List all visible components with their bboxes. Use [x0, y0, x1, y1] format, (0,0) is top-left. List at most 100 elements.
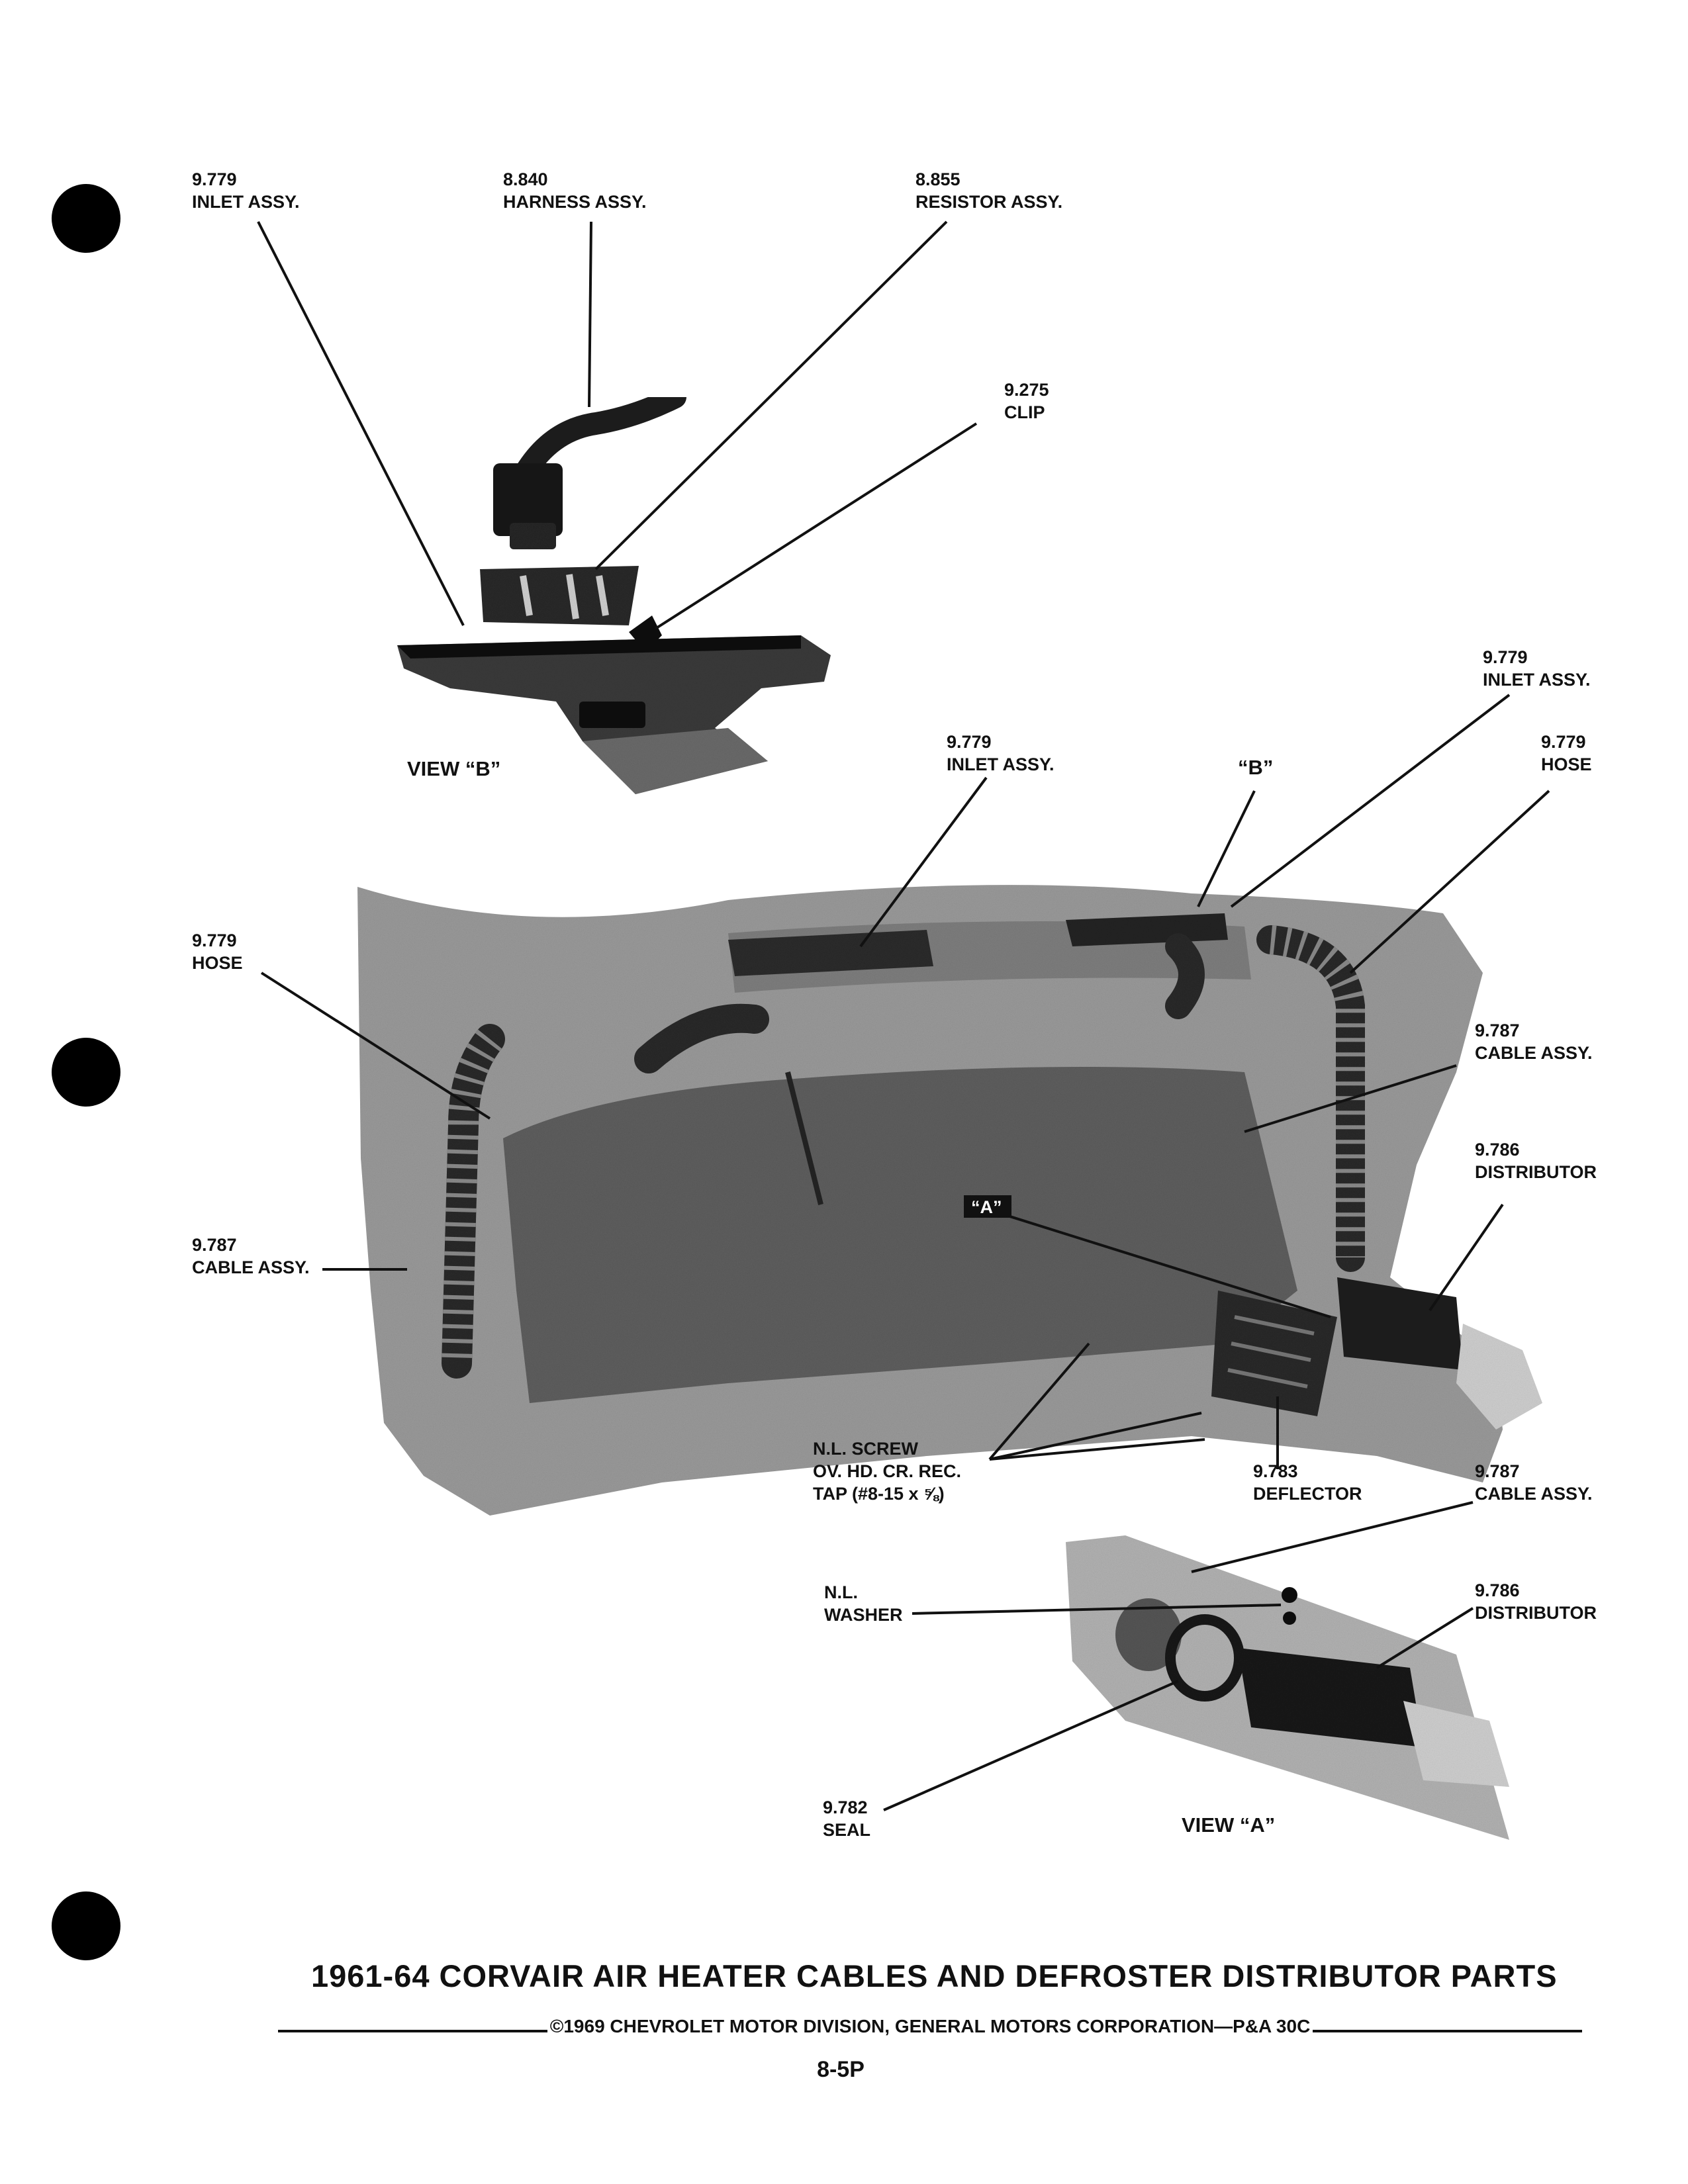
- leader-screw-2: [989, 1412, 1202, 1461]
- left-hose-ribs: [442, 1029, 502, 1364]
- leader-cable-view-a: [1191, 1501, 1474, 1573]
- inlet-top-lip: [397, 635, 801, 659]
- label-name: HOSE: [192, 953, 243, 973]
- copyright-text: ©1969 CHEVROLET MOTOR DIVISION, GENERAL …: [549, 2016, 1311, 2036]
- leader-callout-b: [1197, 790, 1256, 907]
- leader-inlet-top-left: [257, 221, 465, 626]
- label-name: INLET ASSY.: [947, 754, 1055, 774]
- label-hose-left: 9.779 HOSE: [192, 931, 243, 973]
- callout-a-box: [964, 1195, 1011, 1218]
- labels: 9.779 INLET ASSY. 8.840 HARNESS ASSY. 8.…: [192, 169, 1597, 1840]
- label-number: 9.782: [823, 1797, 868, 1817]
- label-inlet-right: 9.779 INLET ASSY.: [1483, 647, 1591, 690]
- label-name: HOSE: [1541, 754, 1592, 774]
- resistor-notches: [520, 574, 609, 619]
- inlet-duct-flare: [583, 728, 768, 794]
- label-name: HARNESS ASSY.: [503, 192, 647, 212]
- label-number: 9.779: [947, 732, 992, 752]
- copyright-row: ©1969 CHEVROLET MOTOR DIVISION, GENERAL …: [278, 2013, 1583, 2040]
- leader-screw-3: [989, 1438, 1205, 1461]
- label-seal: 9.782 SEAL: [823, 1797, 872, 1840]
- callout-b: “B”: [1238, 756, 1273, 779]
- label-number: 8.840: [503, 169, 548, 189]
- washer-line-2: WASHER: [824, 1605, 903, 1625]
- view-b-illustration: [397, 386, 831, 794]
- view-a-duct-opening: [1115, 1598, 1182, 1671]
- leader-distributor-view-a: [1376, 1607, 1474, 1669]
- harness-wire: [512, 386, 686, 488]
- label-distributor-view-a: 9.786 DISTRIBUTOR: [1475, 1580, 1597, 1623]
- label-cable-left: 9.787 CABLE ASSY.: [192, 1235, 310, 1277]
- label-washer: N.L. WASHER: [824, 1582, 903, 1625]
- label-inlet-top-left: 9.779 INLET ASSY.: [192, 169, 300, 212]
- view-a-title: VIEW “A”: [1182, 1813, 1275, 1837]
- rule-left: [278, 2030, 547, 2032]
- label-number: 9.787: [1475, 1461, 1520, 1481]
- label-name: INLET ASSY.: [1483, 670, 1591, 690]
- label-name: CABLE ASSY.: [1475, 1043, 1593, 1063]
- deflector-slots: [1227, 1315, 1315, 1388]
- harness-connector: [493, 463, 563, 536]
- center-cable: [785, 1071, 823, 1205]
- label-number: 9.779: [192, 931, 237, 950]
- binder-hole-bottom: [52, 1891, 120, 1960]
- leader-clip: [654, 422, 978, 630]
- label-distributor-right: 9.786 DISTRIBUTOR: [1475, 1140, 1597, 1182]
- label-inlet-center: 9.779 INLET ASSY.: [947, 732, 1055, 774]
- leader-callout-a: [992, 1210, 1331, 1318]
- label-screw: N.L. SCREW OV. HD. CR. REC. TAP (#8-15 x…: [813, 1439, 966, 1504]
- leader-washer: [912, 1604, 1282, 1615]
- leader-inlet-center: [859, 776, 988, 948]
- view-b-title: VIEW “B”: [407, 757, 500, 780]
- page-number: 8-5P: [817, 2057, 865, 2082]
- screw-line-3: TAP (#8-15 x ⅝): [813, 1484, 945, 1504]
- inlet-slot: [579, 702, 645, 728]
- seal-ring: [1165, 1614, 1244, 1702]
- view-a-distributor: [1238, 1648, 1423, 1747]
- rule-right: [1313, 2030, 1583, 2032]
- label-harness: 8.840 HARNESS ASSY.: [503, 169, 647, 212]
- leader-screw-1: [988, 1342, 1090, 1461]
- label-number: 9.779: [192, 169, 237, 189]
- center-hose: [634, 1003, 769, 1073]
- label-name: RESISTOR ASSY.: [915, 192, 1062, 212]
- callout-a: “A”: [971, 1197, 1002, 1217]
- glove-box-cavity: [503, 1067, 1297, 1403]
- washer-lower: [1283, 1612, 1296, 1625]
- label-number: 9.779: [1483, 647, 1528, 667]
- label-name: SEAL: [823, 1820, 870, 1840]
- label-cable-right: 9.787 CABLE ASSY.: [1475, 1021, 1593, 1063]
- binder-hole-top: [52, 184, 120, 253]
- leader-distributor-right: [1429, 1203, 1504, 1312]
- leader-seal: [883, 1680, 1179, 1811]
- label-name: CLIP: [1004, 402, 1045, 422]
- label-number: 9.783: [1253, 1461, 1298, 1481]
- label-name: CABLE ASSY.: [1475, 1484, 1593, 1504]
- view-a-distributor-duct: [1403, 1701, 1509, 1787]
- leader-inlet-right: [1230, 694, 1511, 908]
- label-name: INLET ASSY.: [192, 192, 300, 212]
- main-dash-illustration: [357, 885, 1542, 1516]
- leader-cable-right: [1244, 1064, 1457, 1133]
- screw-line-1: N.L. SCREW: [813, 1439, 919, 1459]
- right-inlet-hose: [1165, 933, 1205, 1019]
- label-resistor: 8.855 RESISTOR ASSY.: [915, 169, 1062, 212]
- label-number: 9.787: [192, 1235, 237, 1255]
- washer-upper: [1282, 1587, 1297, 1603]
- label-hose-right: 9.779 HOSE: [1541, 732, 1592, 774]
- label-name: CABLE ASSY.: [192, 1257, 310, 1277]
- distributor-duct: [1456, 1324, 1542, 1430]
- binder-hole-middle: [52, 1038, 120, 1107]
- resistor-assembly: [480, 566, 639, 625]
- leader-lines: [257, 220, 1550, 1811]
- label-name: DISTRIBUTOR: [1475, 1603, 1597, 1623]
- label-number: 9.786: [1475, 1580, 1520, 1600]
- center-inlet: [728, 930, 933, 976]
- leader-hose-left: [260, 972, 491, 1120]
- label-number: 9.786: [1475, 1140, 1520, 1160]
- page-title: 1961-64 CORVAIR AIR HEATER CABLES AND DE…: [311, 1958, 1558, 1993]
- label-name: DEFLECTOR: [1253, 1484, 1362, 1504]
- washer-line-1: N.L.: [824, 1582, 858, 1602]
- view-a-illustration: [1066, 1535, 1509, 1840]
